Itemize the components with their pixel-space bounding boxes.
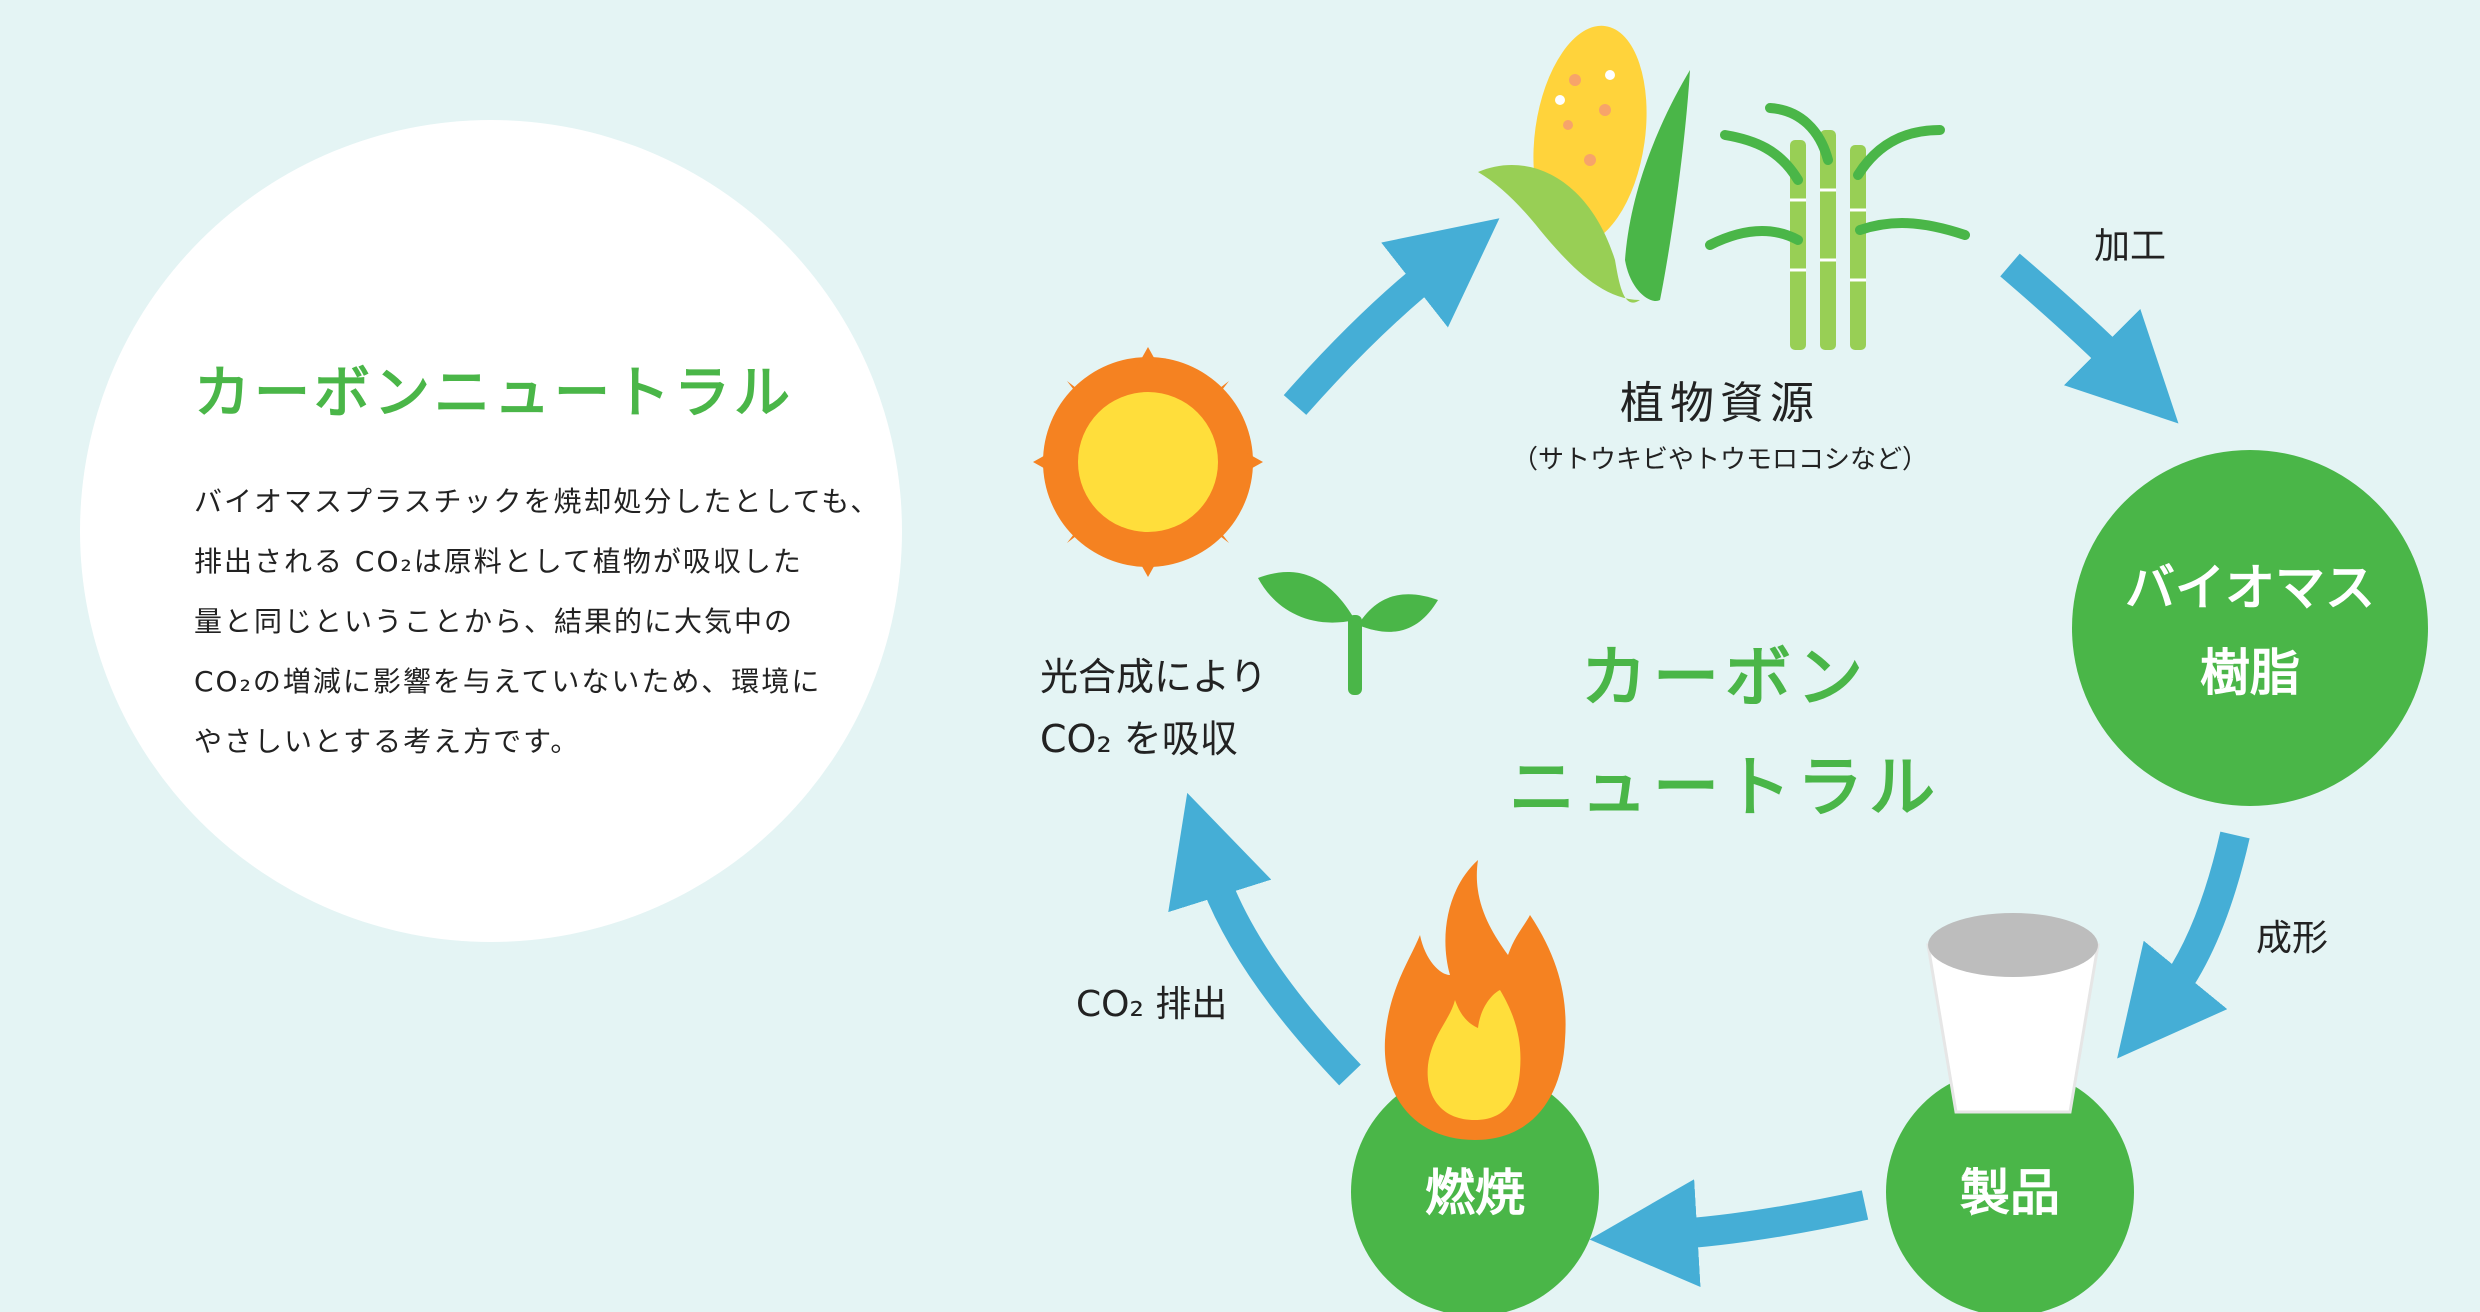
step-photosynthesis-line-2: CO₂ を吸収: [1040, 717, 1238, 761]
sugarcane-icon: [1705, 103, 1970, 350]
biomass-resin-label-line-2: 樹脂: [2200, 644, 2300, 702]
step-processing-label: 加工: [2094, 226, 2166, 267]
plant-resource-subtitle: （サトウキビやトウモロコシなど）: [1512, 445, 1928, 475]
arrow-product-to-combustion: [1589, 1179, 1869, 1288]
plant-resource-title: 植物資源: [1620, 378, 1820, 429]
biomass-resin-circle: [2072, 450, 2428, 806]
cup-icon: [1926, 913, 2100, 1114]
info-text-line-4: CO₂の増減に影響を与えていないため、環境に: [194, 665, 822, 698]
center-label-line-1: カーボン: [1581, 639, 1869, 716]
info-circle: [80, 120, 902, 942]
info-text-line-5: やさしいとする考え方です。: [194, 725, 581, 758]
info-text-line-1: バイオマスプラスチックを焼却処分したとしても、: [194, 485, 881, 518]
arrow-plants-to-resin: [2000, 253, 2179, 424]
biomass-resin-label-line-1: バイオマス: [2125, 559, 2375, 617]
combustion-label: 燃焼: [1425, 1164, 1525, 1222]
product-label: 製品: [1960, 1164, 2060, 1222]
sprout-icon: [1258, 571, 1438, 695]
step-molding-label: 成形: [2256, 918, 2328, 959]
arrow-photosynthesis-to-plants: [1283, 218, 1500, 415]
step-photosynthesis-line-1: 光合成により: [1040, 655, 1267, 699]
product-circle: [1886, 1068, 2134, 1312]
center-label-line-2: ニュートラル: [1509, 749, 1941, 826]
info-text-line-2: 排出される CO₂は原料として植物が吸収した: [194, 545, 803, 578]
arrow-resin-to-product: [2117, 831, 2250, 1059]
sun-icon: [1033, 347, 1263, 577]
step-emission-label: CO₂ 排出: [1076, 984, 1227, 1025]
info-title: カーボンニュートラル: [194, 361, 794, 426]
fire-icon: [1384, 860, 1566, 1140]
arrow-combustion-to-photosynthesis: [1168, 792, 1361, 1086]
combustion-circle: [1351, 1068, 1599, 1312]
info-text-line-3: 量と同じということから、結果的に大気中の: [194, 605, 795, 638]
corn-icon: [1478, 25, 1690, 303]
